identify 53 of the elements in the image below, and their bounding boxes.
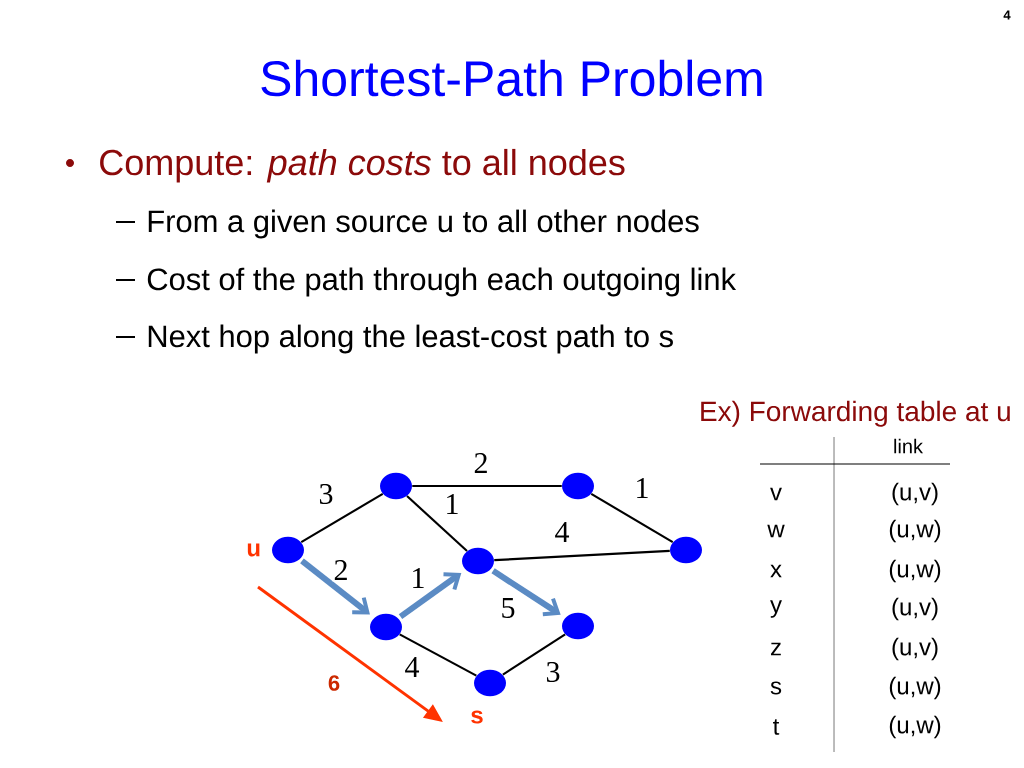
table-cell: x bbox=[770, 564, 782, 578]
table-cell: (u,v) bbox=[892, 637, 938, 661]
graph-edge bbox=[399, 633, 477, 677]
edge-label: 1 bbox=[633, 476, 651, 500]
graph-edge bbox=[590, 492, 674, 544]
graph-edge bbox=[494, 549, 670, 562]
table-cell: w bbox=[767, 524, 785, 538]
graph-node bbox=[380, 472, 412, 500]
edge-label: 1 bbox=[443, 492, 461, 516]
bullet-text: Compute: path costs to all nodes bbox=[100, 148, 625, 183]
graph-node bbox=[474, 669, 506, 697]
graph-node bbox=[670, 536, 702, 564]
page-number: 4 bbox=[1003, 10, 1011, 20]
edge-label: 2 bbox=[472, 451, 490, 475]
title: Shortest-Path Problem bbox=[261, 59, 762, 97]
arrow-label: 6 bbox=[328, 675, 340, 691]
table-cell: (u,v) bbox=[892, 597, 938, 621]
bullet-text: Next hop along the least-cost path to s bbox=[148, 324, 673, 354]
table-cell: (u,w) bbox=[889, 519, 941, 543]
table-cell: (u,w) bbox=[889, 676, 941, 700]
table-cell: v bbox=[770, 487, 782, 501]
edge-label: 3 bbox=[317, 482, 335, 506]
edge-label: 1 bbox=[409, 566, 427, 590]
table-cell: s bbox=[770, 681, 782, 695]
arrow bbox=[300, 558, 370, 615]
node-label: u bbox=[247, 543, 260, 557]
table-cell: (u,w) bbox=[889, 559, 941, 583]
table-cell: (u,v) bbox=[892, 482, 938, 506]
graph-edge bbox=[300, 492, 384, 544]
table-cell: y bbox=[770, 600, 782, 618]
column-header: link bbox=[894, 438, 923, 454]
graph-node bbox=[562, 472, 594, 500]
graph-edge bbox=[406, 495, 468, 552]
graph-node bbox=[272, 536, 304, 564]
arrow bbox=[398, 572, 462, 620]
graph-edge bbox=[502, 633, 566, 676]
graph-node bbox=[462, 547, 494, 575]
graph-edge bbox=[412, 484, 562, 488]
edge-label: 4 bbox=[403, 655, 421, 679]
graph-node bbox=[370, 613, 402, 641]
table-cell: z bbox=[771, 642, 781, 656]
bullet-text: From a given source u to all other nodes bbox=[148, 209, 699, 239]
table-heading: Ex) Forwarding table at u bbox=[701, 400, 1010, 427]
bullet-text: Cost of the path through each outgoing link bbox=[147, 267, 737, 297]
edge-label: 2 bbox=[332, 558, 350, 582]
edge-label: 4 bbox=[553, 520, 571, 544]
table-cell: t bbox=[773, 719, 780, 735]
node-label: s bbox=[471, 710, 483, 724]
edge-label: 5 bbox=[499, 596, 517, 620]
edge-label: 3 bbox=[544, 660, 562, 684]
arrow bbox=[491, 568, 561, 617]
graph-node bbox=[562, 612, 594, 640]
table-cell: (u,w) bbox=[889, 715, 941, 739]
